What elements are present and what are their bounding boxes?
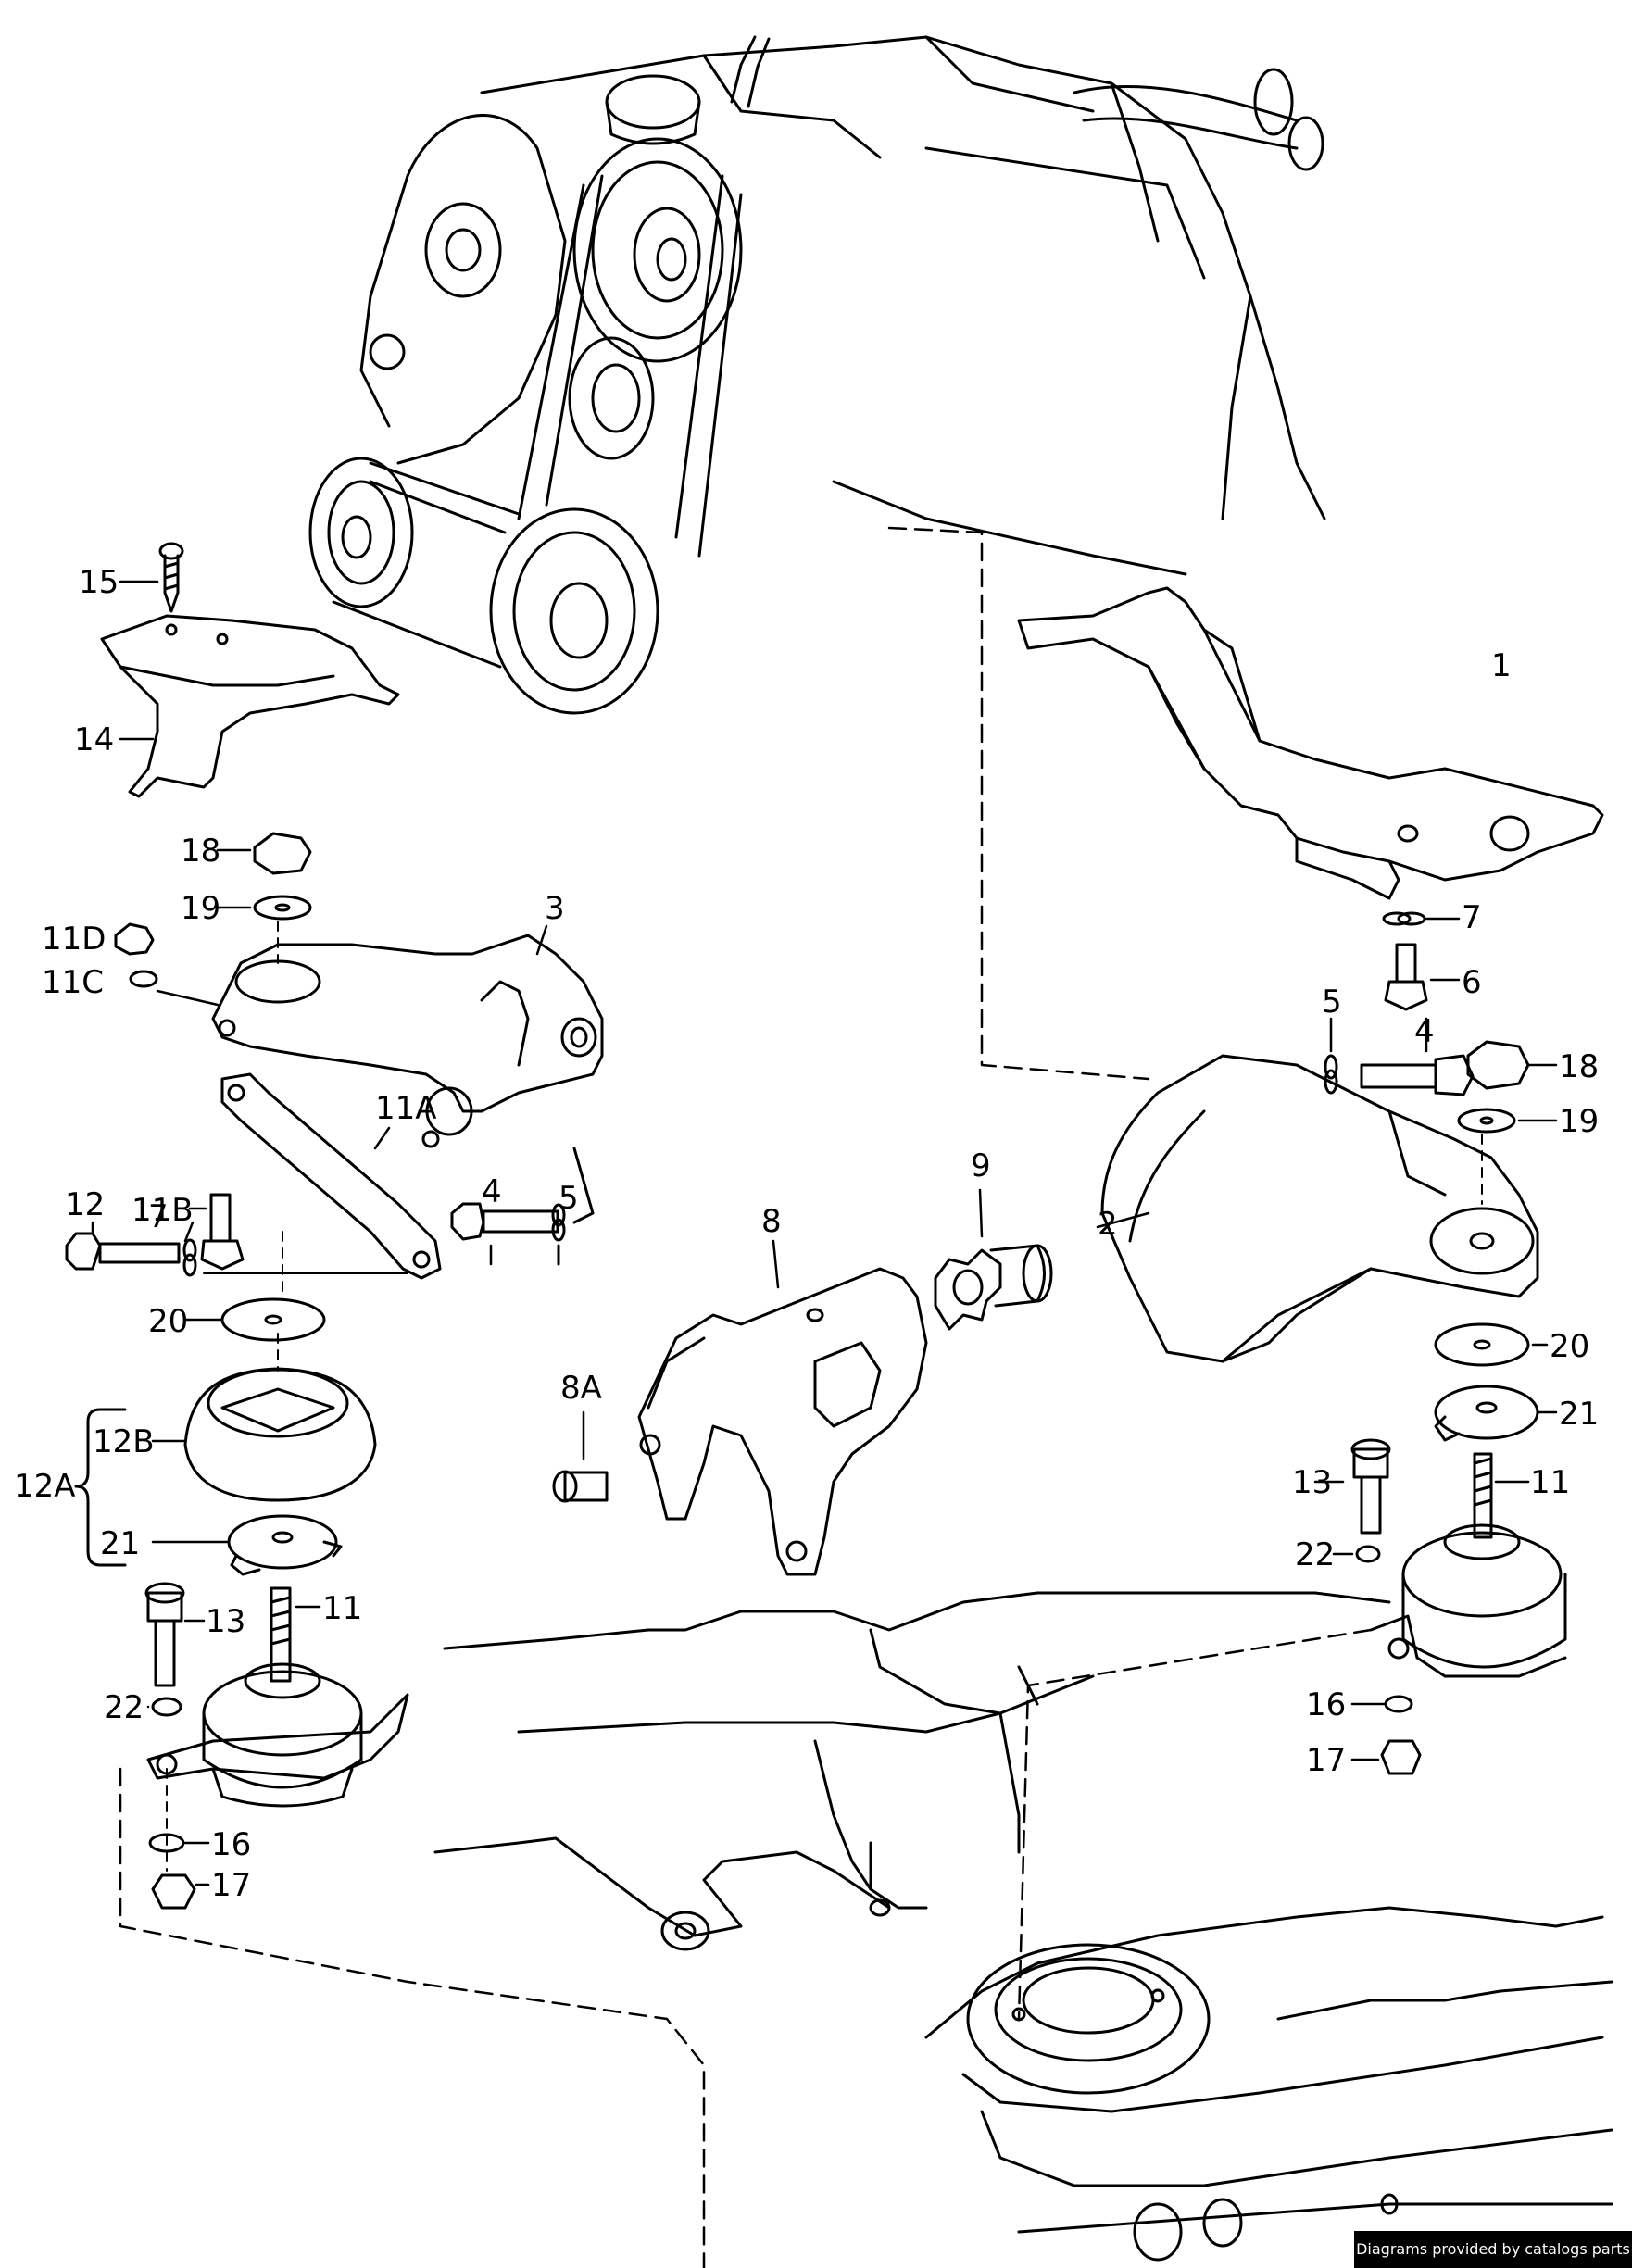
part-9-bushing [934,1188,1053,1331]
callout-16-left: 16 [211,1826,251,1863]
callout-17-left: 17 [211,1867,251,1904]
callout-17-right: 17 [1306,1742,1346,1779]
callout-22-left: 22 [104,1689,144,1726]
callout-5-left: 5 [559,1180,579,1217]
callout-18-left: 18 [181,833,220,870]
part-18-nut-left [216,832,312,875]
part-15-screw [119,542,184,613]
callout-20-right: 20 [1550,1328,1589,1365]
callout-19-right: 19 [1559,1103,1599,1140]
callout-11B: 11B [132,1192,194,1229]
part-16-washer-right [1350,1695,1413,1713]
part-11B-bolt [188,1193,245,1271]
part-4-bolt-right [1360,1017,1475,1096]
part-16-washer-left [148,1833,210,1853]
part-11D-nut [114,922,155,956]
callout-3: 3 [545,890,565,927]
part-5-washer-right [1324,1017,1338,1095]
callout-11-right: 11 [1530,1464,1570,1501]
callout-15: 15 [79,564,119,601]
part-1-bracket [1017,586,1604,900]
part-21-plate-left [151,1514,343,1576]
callout-11C: 11C [42,964,104,1001]
part-18-nut-right [1466,1040,1558,1090]
part-7-washer-right [1382,911,1461,926]
callout-21-right: 21 [1559,1396,1599,1433]
guide-line-right [1017,1628,1373,2021]
part-8-guard [637,1239,928,1576]
diagram-credit: Diagrams provided by catalogs parts [1354,2231,1632,2268]
part-7-washer-left [182,1221,197,1277]
part-22-washer-left [146,1697,182,1717]
part-5-washer-left [551,1147,595,1266]
callout-11D: 11D [42,921,106,958]
guide-line-engine [887,526,1150,1081]
guide-line-left [119,1767,706,2268]
callout-9: 9 [971,1147,991,1184]
part-11-mount-right [1369,1452,1567,1678]
callout-5-right: 5 [1322,984,1342,1021]
part-21-plate-right [1434,1385,1558,1442]
part-17-nut-left [151,1873,210,1910]
callout-13-right: 13 [1292,1464,1332,1501]
callout-12B: 12B [93,1423,155,1460]
callout-19-left: 19 [181,890,220,927]
callout-labels: 1 2 3 4 4 5 5 6 7 7 8 8A 9 11 11 11A 11B… [14,564,1599,1904]
chassis-rail [924,1906,1613,2262]
callout-12: 12 [65,1186,105,1223]
part-6-bolt-right [1384,943,1461,1011]
timing-cover [359,113,567,465]
part-14-shield [100,614,400,798]
callout-4-right: 4 [1414,1013,1435,1050]
callout-18-right: 18 [1559,1048,1599,1085]
callout-2: 2 [1098,1206,1118,1243]
callout-11-left: 11 [322,1590,362,1627]
callout-7-right: 7 [1462,899,1482,936]
part-4-bolt-left [450,1202,559,1266]
part-8A-pin [552,1410,609,1503]
callout-4-left: 4 [482,1173,502,1210]
callout-22-right: 22 [1295,1536,1335,1573]
callout-12A: 12A [14,1468,76,1505]
callout-20-left: 20 [148,1303,188,1340]
callout-7-left: 7 [148,1198,169,1235]
callout-8: 8 [761,1203,782,1240]
callout-11A: 11A [375,1090,437,1127]
part-11-mount-left [146,1586,409,1808]
part-12-bolt [65,1221,181,1271]
part-12B-cushion [151,1367,377,1502]
part-11C-washer [129,970,220,1007]
engine-block-outline [480,35,1326,576]
callout-14: 14 [74,721,114,758]
callout-16-right: 16 [1306,1686,1346,1723]
part-22-washer-right [1332,1545,1381,1563]
part-20-washer-left [183,1297,326,1342]
part-17-nut-right [1350,1739,1422,1775]
belt-and-pulleys [308,137,743,715]
part-2-bracket [1096,1054,1539,1363]
part-13-bolt-right [1313,1438,1391,1535]
callout-6: 6 [1462,964,1482,1001]
callout-1: 1 [1491,647,1512,684]
part-19-washer-left [216,895,312,921]
subframe-outline [433,1591,1391,1951]
callout-13-left: 13 [206,1603,245,1640]
callout-21-left: 21 [100,1525,140,1562]
part-20-washer-right [1434,1322,1549,1367]
callout-8A: 8A [560,1370,602,1407]
part-12A-bracket [74,1408,127,1567]
part-19-washer-right [1457,1108,1558,1134]
part-3-bracket [211,924,604,1148]
part-11A-strut [220,1072,442,1280]
part-13-bolt-left [144,1582,206,1687]
